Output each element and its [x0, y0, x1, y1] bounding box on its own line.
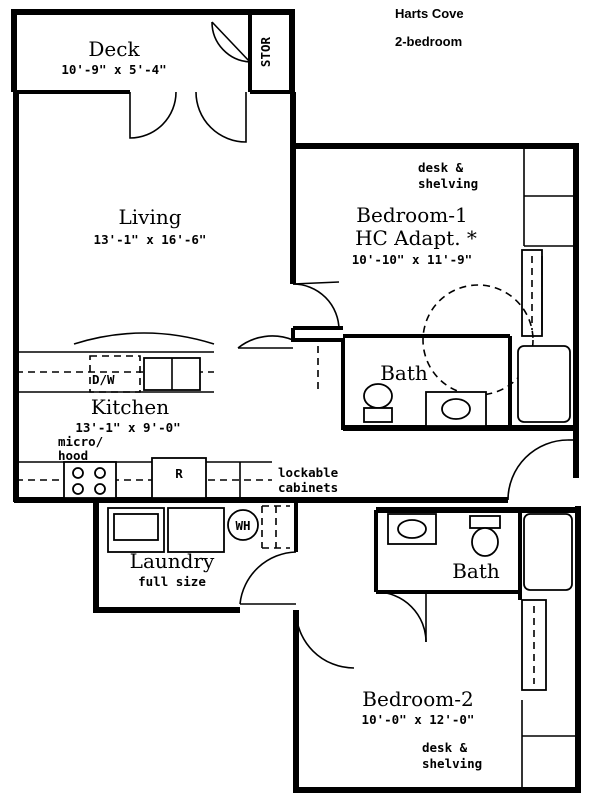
laundry-fixtures: [107, 505, 290, 553]
bath2-fixtures: [387, 513, 573, 591]
bath1-label: Bath: [380, 361, 428, 385]
lockable-cabinets-2: cabinets: [278, 480, 338, 495]
living-label: Living: [118, 205, 181, 229]
laundry-note: full size: [138, 574, 206, 589]
bath1-fixtures: [317, 284, 571, 427]
desk-shelving-2a: desk &: [422, 740, 468, 755]
toilet2-icon: [469, 515, 501, 529]
stor-label: STOR: [258, 36, 273, 67]
doors: [129, 21, 576, 669]
desk-shelving-1b: shelving: [418, 176, 478, 191]
bedroom1-adapt: HC Adapt. *: [355, 226, 477, 250]
kitchen-dims: 13'-1" x 9'-0": [75, 420, 180, 435]
bedroom1-label: Bedroom-1: [356, 203, 467, 227]
bedroom1-shelving: [521, 146, 576, 337]
interior-walls: [14, 12, 522, 600]
deck-dims: 10'-9" x 5'-4": [61, 62, 166, 77]
range-icon: [63, 461, 117, 499]
kitchen-fixtures: [16, 332, 272, 500]
dryer-icon: [167, 507, 225, 553]
bedroom2-shelving: [521, 599, 576, 790]
refrigerator-icon: [151, 457, 207, 499]
bedroom1-dims: 10'-10" x 11'-9": [352, 252, 472, 267]
desk-shelving-1a: desk &: [418, 160, 464, 175]
dishwasher-icon: [89, 355, 141, 393]
turning-radius-icon: [422, 284, 534, 396]
kitchen-label: Kitchen: [91, 395, 169, 419]
property-name: Harts Cove: [395, 6, 464, 21]
bedroom2-dims: 10'-0" x 12'-0": [362, 712, 475, 727]
bedroom2-label: Bedroom-2: [362, 687, 473, 711]
micro-hood-2: hood: [58, 448, 88, 463]
dishwasher-label: D/W: [92, 372, 115, 387]
bathtub-icon: [517, 345, 571, 423]
laundry-label: Laundry: [130, 549, 215, 573]
unit-type: 2-bedroom: [395, 34, 462, 49]
exterior-walls: [11, 9, 581, 793]
micro-hood-1: micro/: [58, 434, 103, 449]
living-dims: 13'-1" x 16'-6": [94, 232, 207, 247]
bath2-label: Bath: [452, 559, 500, 583]
water-heater-label: WH: [235, 518, 250, 533]
toilet-icon: [363, 383, 393, 409]
water-heater-icon: [227, 509, 259, 541]
bathtub2-icon: [523, 513, 573, 591]
deck-label: Deck: [88, 37, 140, 61]
lockable-cabinets-1: lockable: [278, 465, 339, 480]
refrigerator-label: R: [175, 466, 183, 481]
desk-shelving-2b: shelving: [422, 756, 482, 771]
